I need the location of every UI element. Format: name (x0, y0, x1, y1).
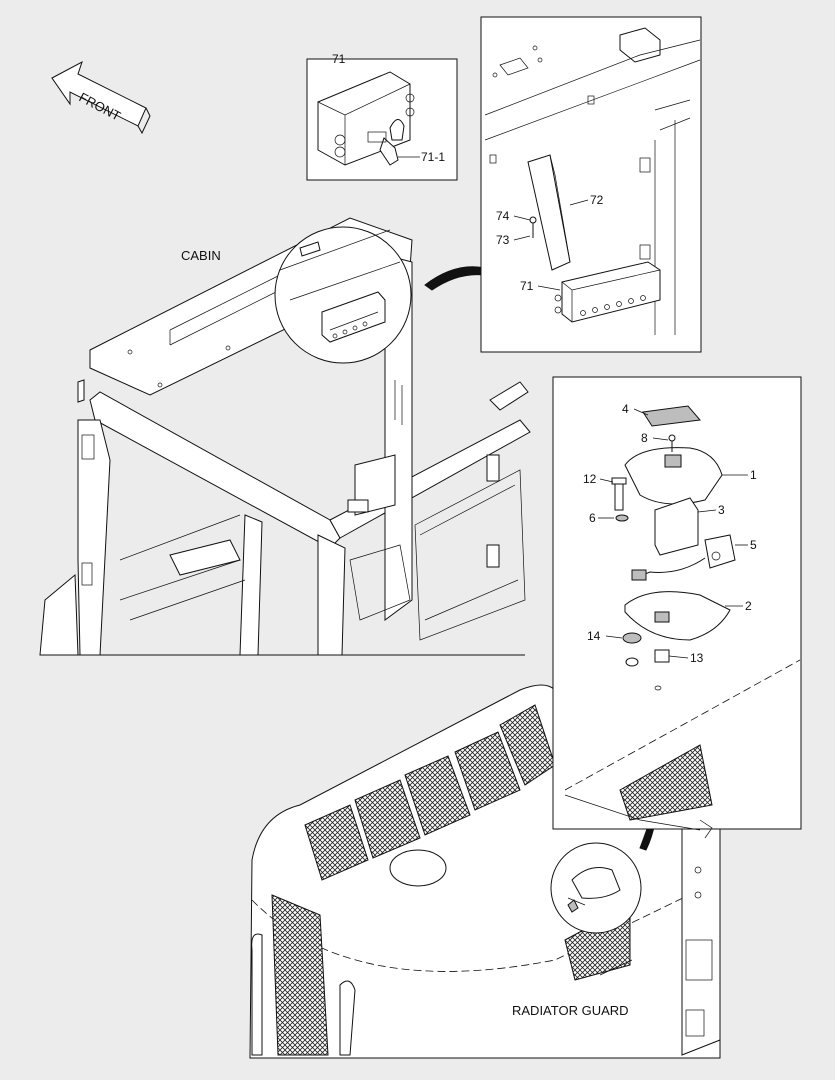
detail-connector-arrow (424, 266, 486, 291)
callout-3: 3 (718, 503, 725, 517)
cabin-detail-magnifier (274, 226, 412, 364)
mount-detail-box: 72 74 73 71 (480, 16, 702, 353)
radiator-guard-label: RADIATOR GUARD (512, 1003, 629, 1018)
callout-14: 14 (587, 629, 601, 643)
callout-71-1: 71-1 (421, 150, 445, 164)
beacon-detail-box: 4 8 1 12 6 3 5 2 14 13 (552, 376, 802, 839)
callout-6: 6 (589, 511, 596, 525)
cabin-frame (39, 217, 531, 656)
callout-72: 72 (590, 193, 604, 207)
callout-13: 13 (690, 651, 704, 665)
hood-detail-magnifier (550, 842, 642, 934)
callout-8: 8 (641, 431, 648, 445)
callout-12: 12 (583, 472, 597, 486)
callout-5: 5 (750, 538, 757, 552)
callout-73: 73 (496, 233, 510, 247)
radio-detail-box: 71 71-1 (306, 52, 458, 181)
callout-74: 74 (496, 209, 510, 223)
callout-71: 71 (332, 52, 346, 66)
callout-4: 4 (622, 402, 629, 416)
front-direction-arrow: FRONT (51, 60, 151, 135)
callout-1: 1 (750, 468, 757, 482)
callout-71-detail: 71 (520, 279, 534, 293)
cabin-label: CABIN (181, 248, 221, 263)
callout-2: 2 (745, 599, 752, 613)
